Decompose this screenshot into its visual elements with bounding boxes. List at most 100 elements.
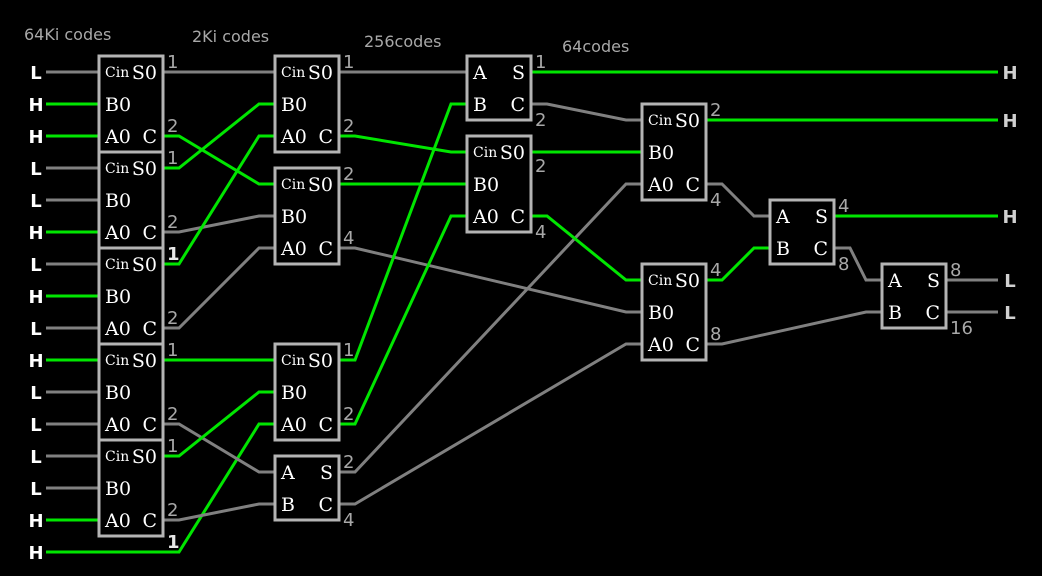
adder-box (640, 102, 708, 202)
link-wire-c2a-c-to-c3b (339, 134, 467, 154)
sum-count-label: 1 (343, 340, 354, 361)
pin-cin: Cin (105, 161, 129, 177)
pin-b: B (888, 302, 902, 324)
input-label-4: L (30, 191, 41, 212)
input-wire-15 (46, 422, 275, 554)
pin-cin: Cin (473, 145, 497, 161)
pin-b: B (473, 94, 487, 116)
sum-count-label: 1 (167, 244, 180, 265)
pin-s0: S0 (308, 62, 333, 84)
pin-a: A (472, 62, 487, 84)
pin-b0: B0 (105, 190, 131, 212)
carry-count-label: 4 (535, 222, 546, 243)
pin-s: S (815, 206, 828, 228)
pin-b: B (776, 238, 790, 260)
carry-count-label: 2 (167, 500, 178, 521)
pin-c: C (142, 510, 157, 532)
adder-box (273, 54, 341, 154)
adder-box (97, 438, 165, 538)
sum-count-label: 2 (710, 100, 721, 121)
link-wire-c1e-s-to-c2c (163, 390, 275, 458)
pin-b0: B0 (648, 302, 674, 324)
pin-b0: B0 (105, 94, 131, 116)
carry-count-label: 2 (343, 116, 354, 137)
adder-box (465, 54, 533, 122)
header-256-codes: 256codes (364, 32, 441, 51)
carry-count-label: 2 (535, 110, 546, 131)
adder-box (465, 134, 533, 234)
pin-a0: A0 (104, 126, 131, 148)
wires-layer (46, 70, 998, 554)
link-wire-c1a-c-to-c2b (163, 134, 275, 186)
pin-s0: S0 (132, 158, 157, 180)
input-label-14: H (28, 511, 43, 532)
input-label-0: L (30, 63, 41, 84)
link-wire-c1d-c-to-c2d (163, 422, 275, 474)
output-label-2: H (1002, 207, 1017, 228)
pin-c: C (142, 126, 157, 148)
link-wire-c1c-c-to-c2b (163, 246, 275, 330)
link-wire-c1b-s-to-c2a (163, 102, 275, 170)
output-label-3: L (1004, 271, 1015, 292)
adder-box (97, 246, 165, 346)
pin-c: C (510, 94, 525, 116)
carry-count-label: 4 (343, 228, 354, 249)
sum-count-label: 1 (167, 148, 178, 169)
pin-a0: A0 (104, 222, 131, 244)
sum-count-label: 4 (838, 196, 849, 217)
pin-b0: B0 (648, 142, 674, 164)
carry-count-label: 8 (838, 254, 849, 275)
input-label-10: L (30, 383, 41, 404)
carry-count-label: 2 (167, 404, 178, 425)
pin-a0: A0 (647, 174, 674, 196)
input-label-6: L (30, 255, 41, 276)
link-wire-c1b-c-to-c2b (163, 214, 275, 234)
pin-cin: Cin (648, 273, 672, 289)
sum-count-label: 4 (710, 260, 721, 281)
header-2ki-codes: 2Ki codes (192, 27, 269, 46)
pin-s: S (927, 270, 940, 292)
header-64-codes: 64codes (562, 37, 629, 56)
pin-s0: S0 (500, 142, 525, 164)
pin-a0: A0 (104, 414, 131, 436)
pin-c: C (318, 126, 333, 148)
link-wire-c4b-s-to-c5a (706, 246, 770, 282)
pin-c: C (142, 318, 157, 340)
output-label-4: L (1004, 303, 1015, 324)
pin-c: C (142, 414, 157, 436)
pin-c: C (318, 494, 333, 516)
sum-count-label: 2 (343, 164, 354, 185)
adder-box (640, 262, 708, 362)
pin-b0: B0 (105, 382, 131, 404)
sum-count-label: 1 (167, 52, 178, 73)
adder-box (880, 262, 948, 330)
carry-count-label: 2 (167, 308, 178, 329)
adder-box (97, 150, 165, 250)
pin-s0: S0 (675, 270, 700, 292)
pin-a0: A0 (280, 126, 307, 148)
pin-c: C (925, 302, 940, 324)
pin-s: S (320, 462, 333, 484)
input-label-9: H (28, 351, 43, 372)
pin-a: A (280, 462, 295, 484)
sum-count-label: 2 (535, 156, 546, 177)
pin-s0: S0 (132, 254, 157, 276)
pin-c: C (685, 334, 700, 356)
pin-s0: S0 (308, 174, 333, 196)
input-label-12: L (30, 447, 41, 468)
pin-b: B (281, 494, 295, 516)
link-wire-c3b-c-to-c4b (531, 214, 642, 282)
adder-box (97, 54, 165, 154)
